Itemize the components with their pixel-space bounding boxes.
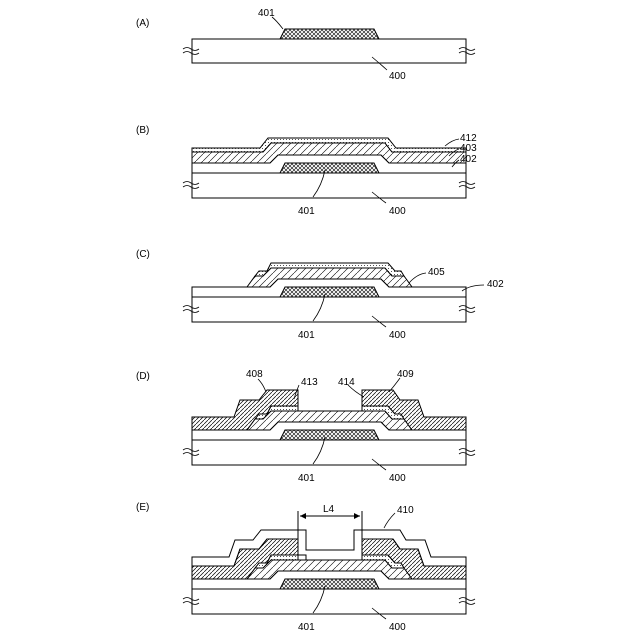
substrate-400	[192, 589, 466, 614]
gate-electrode-401	[280, 29, 379, 39]
gate-electrode-401	[280, 163, 379, 173]
substrate-400	[192, 297, 466, 322]
ref-400: 400	[389, 622, 406, 633]
ref-401: 401	[258, 8, 275, 19]
ref-401: 401	[298, 206, 315, 217]
gate-electrode-401	[280, 287, 379, 297]
substrate-400	[192, 39, 466, 63]
gate-electrode-401	[280, 579, 379, 589]
panel-label-c: (C)	[136, 249, 150, 260]
ref-408: 408	[246, 369, 263, 380]
ref-l4: L4	[323, 504, 335, 515]
substrate-400	[192, 440, 466, 465]
ref-401: 401	[298, 330, 315, 341]
leader-412	[445, 139, 459, 146]
gate-electrode-401	[280, 430, 379, 440]
ref-403: 403	[460, 143, 477, 154]
leader-408	[258, 379, 266, 392]
panel-label-b: (B)	[136, 125, 149, 136]
ref-414: 414	[338, 377, 355, 388]
substrate-400	[192, 173, 466, 198]
ref-400: 400	[389, 473, 406, 484]
panel-c: (C) 405 402 401 400	[136, 249, 504, 341]
panel-label-d: (D)	[136, 371, 150, 382]
ref-409: 409	[397, 369, 414, 380]
ref-401: 401	[298, 622, 315, 633]
ref-405: 405	[428, 267, 445, 278]
insulator-410-channel	[298, 530, 362, 560]
leader-409	[389, 378, 400, 392]
ref-413: 413	[301, 377, 318, 388]
panel-a: (A) 401 400	[136, 8, 475, 82]
panel-b: (B) 412 403 402 401 400	[136, 125, 477, 217]
panel-label-a: (A)	[136, 18, 149, 29]
panel-e: (E) L4 410 401 400	[136, 502, 475, 633]
ref-402: 402	[487, 279, 504, 290]
leader-405	[409, 273, 426, 283]
ref-402: 402	[460, 154, 477, 165]
ref-410: 410	[397, 505, 414, 516]
ref-400: 400	[389, 206, 406, 217]
panel-d: (D) 408 413 414 409 401 400	[136, 369, 475, 484]
leader-410	[384, 513, 395, 528]
ref-400: 400	[389, 330, 406, 341]
panel-label-e: (E)	[136, 502, 149, 513]
ref-400: 400	[389, 71, 406, 82]
ref-401: 401	[298, 473, 315, 484]
